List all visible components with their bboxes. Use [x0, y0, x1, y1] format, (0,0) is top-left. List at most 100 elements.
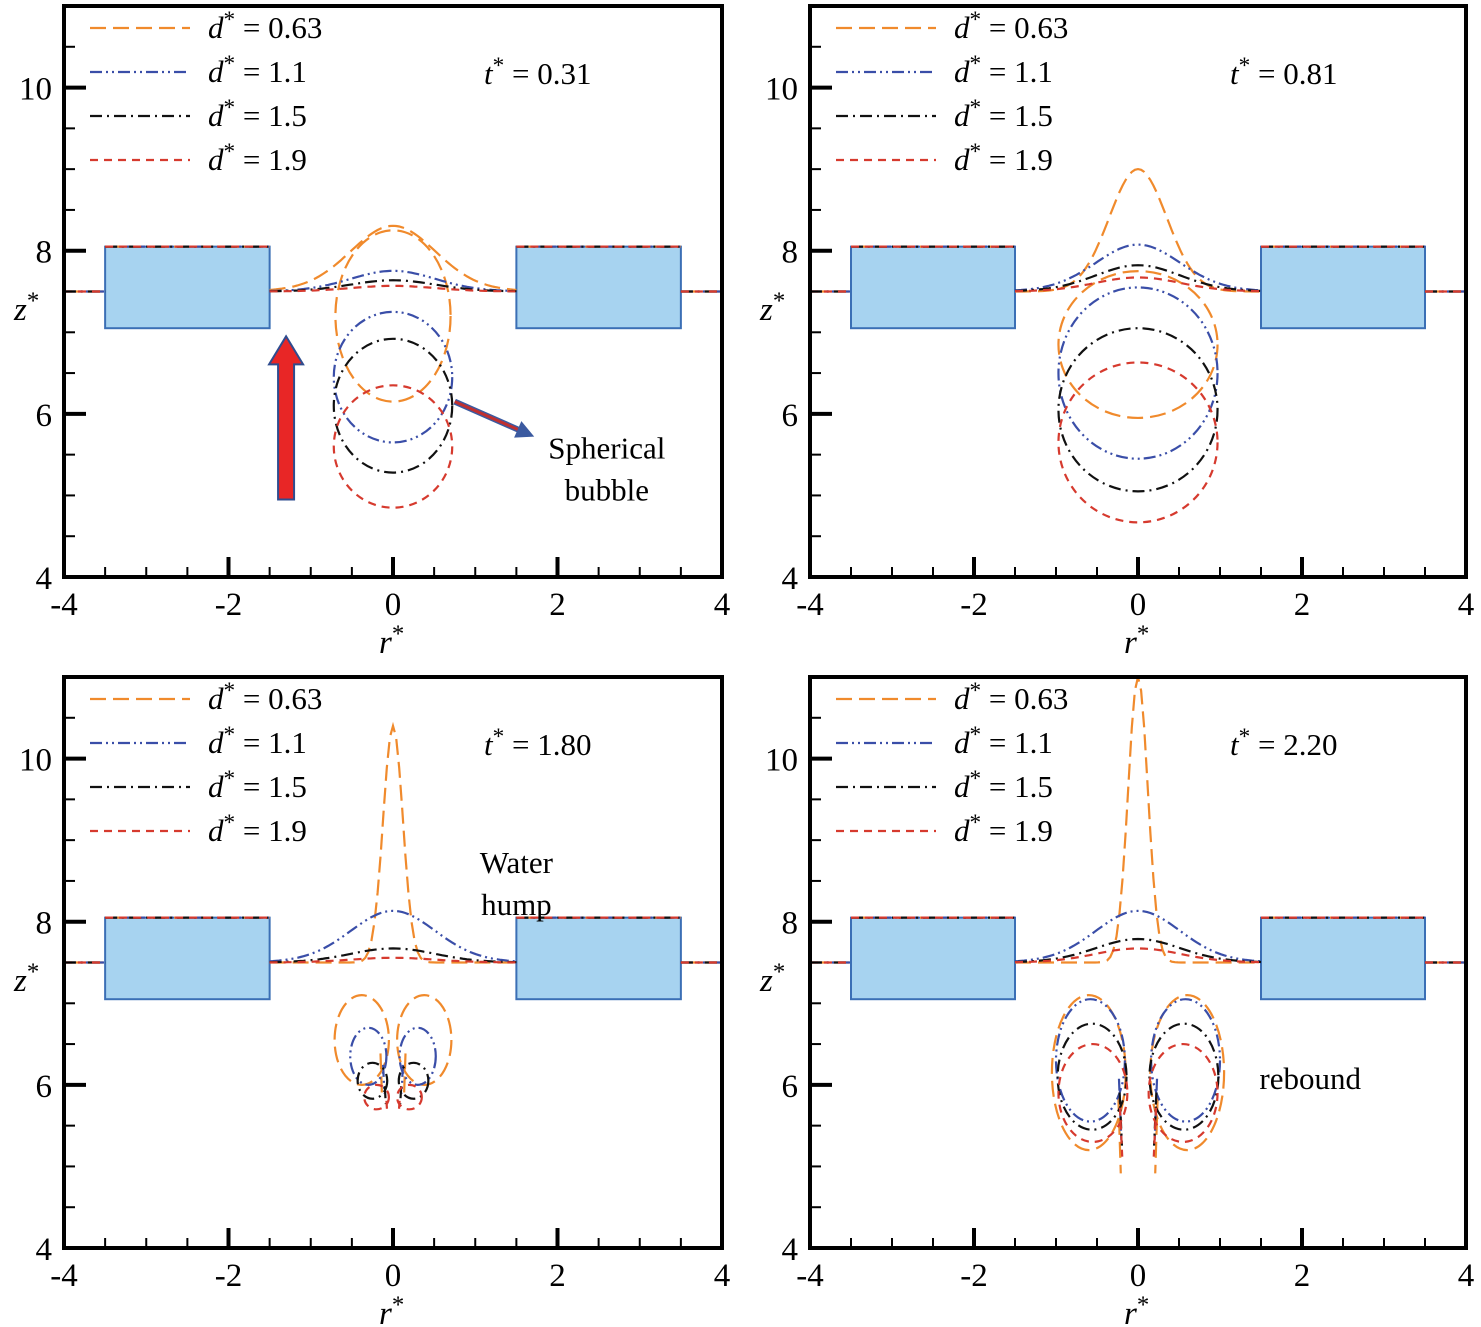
toroidal-bubble-ring	[397, 1061, 430, 1100]
plot-area	[810, 677, 1466, 1174]
bubble-outline	[334, 229, 452, 403]
bubble-tail	[1118, 1092, 1124, 1146]
bubble-outline	[332, 337, 454, 474]
legend-label: d* = 0.63	[954, 7, 1068, 45]
annotation-arrow	[454, 400, 530, 436]
water-hump-curve	[269, 721, 517, 964]
x-tick-label: 4	[714, 587, 731, 623]
x-tick-label: -2	[960, 1258, 988, 1294]
legend-label: d* = 1.9	[954, 139, 1053, 177]
annotation-arrowhead	[514, 421, 535, 438]
x-tick-label: -4	[796, 587, 824, 623]
legend-label: d* = 0.63	[208, 7, 322, 45]
legend-label: d* = 1.9	[208, 139, 307, 177]
y-tick-label: 6	[36, 398, 53, 434]
x-tick-label: 0	[1130, 1258, 1147, 1294]
obstacle-block	[104, 245, 271, 330]
water-hump-curve	[1014, 264, 1262, 292]
y-tick-label: 8	[782, 235, 799, 271]
water-hump-curve	[1014, 243, 1262, 292]
toroidal-bubble-ring	[1150, 998, 1222, 1123]
x-axis-label: r*	[379, 620, 404, 661]
y-axis-label: z*	[13, 959, 39, 1000]
legend-label: d* = 1.1	[208, 51, 307, 89]
time-label: t* = 0.81	[1230, 53, 1337, 91]
legend-label: d* = 1.5	[208, 766, 307, 804]
bubble-outline	[332, 384, 454, 509]
y-tick-label: 4	[782, 561, 799, 597]
y-tick-label: 6	[36, 1069, 53, 1105]
water-hump-curve	[269, 224, 517, 292]
y-tick-label: 10	[765, 743, 798, 779]
panel-top-left: Spherical bubble d* = 0.63 d* = 1.1 d* = 1.5…	[13, 4, 731, 661]
legend-label: d* = 1.1	[954, 51, 1053, 89]
plot-area	[64, 721, 722, 1114]
time-label: t* = 2.20	[1230, 724, 1337, 762]
legend-label: d* = 0.63	[954, 678, 1068, 716]
annotation-text: hump	[481, 887, 552, 922]
y-axis-label: z*	[13, 288, 39, 329]
x-axis-label: r*	[1124, 620, 1149, 661]
y-tick-label: 10	[19, 743, 52, 779]
obstacle-block	[1260, 245, 1426, 330]
y-axis-label: z*	[759, 288, 785, 329]
y-tick-label: 4	[36, 561, 53, 597]
x-tick-label: -2	[960, 587, 988, 623]
obstacle-block	[104, 916, 271, 1001]
plot-area	[810, 167, 1466, 524]
toroidal-bubble-ring	[1149, 994, 1226, 1152]
y-tick-label: 4	[36, 1232, 53, 1268]
x-tick-label: -2	[215, 1258, 243, 1294]
water-hump-curve	[1014, 909, 1262, 963]
x-tick-label: 2	[549, 587, 566, 623]
x-tick-label: 2	[1294, 1258, 1311, 1294]
x-axis-label: r*	[1124, 1291, 1149, 1327]
time-label: t* = 0.31	[484, 53, 591, 91]
y-tick-label: 8	[782, 906, 799, 942]
bubble-outline	[1057, 327, 1219, 493]
bubble-tail	[402, 1053, 407, 1099]
y-tick-label: 8	[36, 235, 53, 271]
rising-direction-arrow	[267, 334, 305, 501]
x-tick-label: 4	[714, 1258, 731, 1294]
x-tick-label: 2	[1294, 587, 1311, 623]
water-hump-curve	[269, 947, 517, 964]
toroidal-bubble-ring	[363, 1083, 390, 1111]
x-tick-label: 0	[385, 1258, 402, 1294]
x-tick-label: 2	[549, 1258, 566, 1294]
x-tick-label: -2	[215, 587, 243, 623]
legend-label: d* = 1.1	[954, 722, 1053, 760]
annotation-text: Spherical	[548, 431, 665, 466]
toroidal-bubble-ring	[1054, 998, 1126, 1123]
annotation-text: Water	[480, 845, 554, 880]
toroidal-bubble-ring	[1147, 1042, 1219, 1144]
legend-label: d* = 1.5	[208, 95, 307, 133]
legend-label: d* = 1.9	[954, 810, 1053, 848]
y-tick-label: 10	[765, 72, 798, 108]
water-hump-curve	[1014, 937, 1262, 964]
obstacle-block	[850, 245, 1016, 330]
bubble-outline	[1057, 270, 1219, 420]
water-hump-curve	[1015, 677, 1261, 964]
bubble-tail	[385, 1100, 389, 1114]
annotation-text: bubble	[565, 473, 649, 508]
bubble-tail	[397, 1100, 401, 1114]
toroidal-bubble-ring	[1148, 1022, 1220, 1131]
y-tick-label: 8	[36, 906, 53, 942]
annotation-text: rebound	[1259, 1061, 1361, 1096]
toroidal-bubble-ring	[396, 994, 453, 1086]
obstacle-block	[850, 916, 1016, 1001]
legend-label: d* = 1.1	[208, 722, 307, 760]
legend-label: d* = 1.9	[208, 810, 307, 848]
toroidal-bubble-ring	[398, 1026, 437, 1086]
water-hump-curve	[269, 909, 517, 963]
y-tick-label: 6	[782, 398, 799, 434]
y-tick-label: 10	[19, 72, 52, 108]
x-tick-label: -4	[796, 1258, 824, 1294]
obstacle-block	[515, 245, 682, 330]
x-tick-label: -4	[50, 1258, 78, 1294]
obstacle-block	[515, 916, 682, 1001]
obstacle-block	[1260, 916, 1426, 1001]
bubble-outline	[1057, 361, 1219, 524]
